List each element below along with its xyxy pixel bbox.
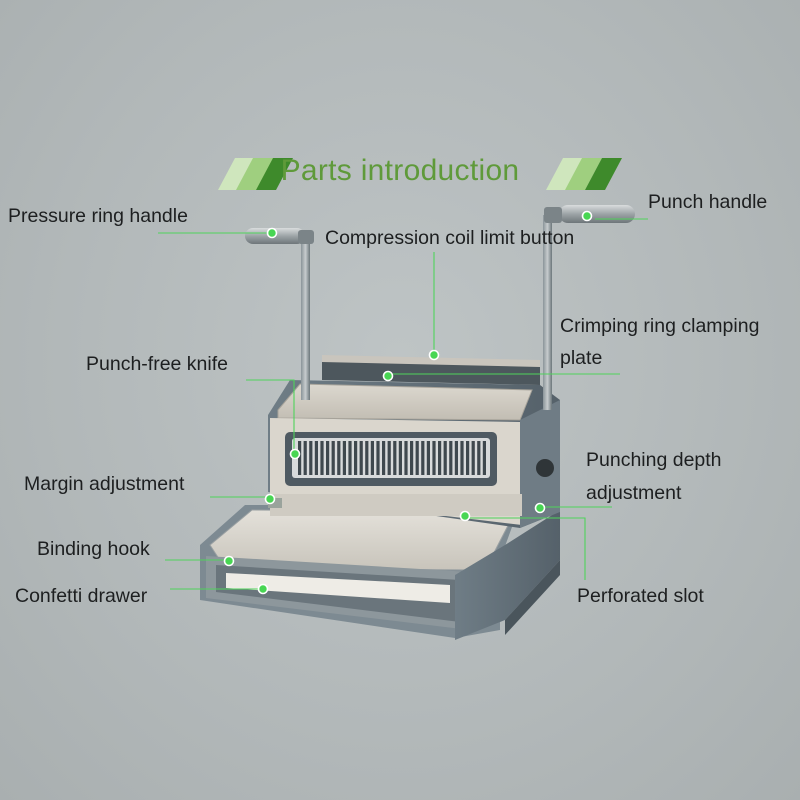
margin-adjustment-marker	[264, 493, 276, 505]
knife-tooth	[326, 441, 330, 475]
label-perforated-slot: Perforated slot	[577, 585, 704, 607]
knife-tooth	[398, 441, 402, 475]
label-punching-depth-adjustment-line2: adjustment	[586, 482, 682, 504]
binding-hook-marker	[223, 555, 235, 567]
knife-tooth	[438, 441, 442, 475]
pressure-ring-handle-marker	[266, 227, 278, 239]
knife-tooth	[460, 441, 464, 475]
knife-tooth	[365, 441, 369, 475]
machine-upper-housing	[268, 355, 560, 528]
machine-base	[200, 505, 560, 640]
label-punch-free-knife: Punch-free knife	[86, 353, 228, 375]
compression-coil-limit-button-marker	[428, 349, 440, 361]
crimping-ring-clamping-plate-marker	[382, 370, 394, 382]
page-title: Parts introduction	[280, 154, 520, 187]
knife-tooth	[393, 441, 397, 475]
callout-dots	[223, 210, 593, 595]
pressure-ring-handle-shape	[245, 228, 314, 400]
punching-depth-adjustment-marker	[534, 502, 546, 514]
knife-tooth	[471, 441, 475, 475]
knife-tooth	[432, 441, 436, 475]
knife-tooth	[443, 441, 447, 475]
knife-tooth	[410, 441, 414, 475]
punch-knife-teeth	[298, 441, 486, 475]
label-punching-depth-adjustment-line1: Punching depth	[586, 449, 722, 471]
knife-tooth	[387, 441, 391, 475]
label-compression-coil-limit-button: Compression coil limit button	[325, 227, 575, 249]
title-stripes-right	[546, 158, 622, 190]
knife-tooth	[376, 441, 380, 475]
knife-tooth	[415, 441, 419, 475]
callout-lines	[158, 218, 648, 590]
punch-handle-marker	[581, 210, 593, 222]
label-binding-hook: Binding hook	[37, 538, 150, 560]
label-punch-handle: Punch handle	[648, 191, 768, 213]
label-crimping-ring-clamping-plate-line2: plate	[560, 347, 603, 369]
punch-free-knife-marker	[289, 448, 301, 460]
confetti-drawer-marker	[257, 583, 269, 595]
knife-tooth	[482, 441, 486, 475]
knife-tooth	[359, 441, 363, 475]
knife-tooth	[404, 441, 408, 475]
knife-tooth	[309, 441, 313, 475]
knife-tooth	[342, 441, 346, 475]
knife-tooth	[314, 441, 318, 475]
knife-tooth	[337, 441, 341, 475]
knife-tooth	[466, 441, 470, 475]
label-crimping-ring-clamping-plate-line1: Crimping ring clamping	[560, 315, 760, 337]
knife-tooth	[354, 441, 358, 475]
knife-tooth	[298, 441, 302, 475]
knife-tooth	[454, 441, 458, 475]
knife-tooth	[449, 441, 453, 475]
knife-tooth	[426, 441, 430, 475]
knife-tooth	[477, 441, 481, 475]
knife-tooth	[320, 441, 324, 475]
perforated-slot-marker	[459, 510, 471, 522]
label-pressure-ring-handle: Pressure ring handle	[8, 205, 188, 227]
knife-tooth	[331, 441, 335, 475]
knife-tooth	[421, 441, 425, 475]
title-stripes-left	[218, 158, 293, 190]
label-margin-adjustment: Margin adjustment	[24, 473, 185, 495]
knife-tooth	[370, 441, 374, 475]
knife-tooth	[382, 441, 386, 475]
label-confetti-drawer: Confetti drawer	[15, 585, 148, 607]
knife-tooth	[348, 441, 352, 475]
knife-tooth	[303, 441, 307, 475]
